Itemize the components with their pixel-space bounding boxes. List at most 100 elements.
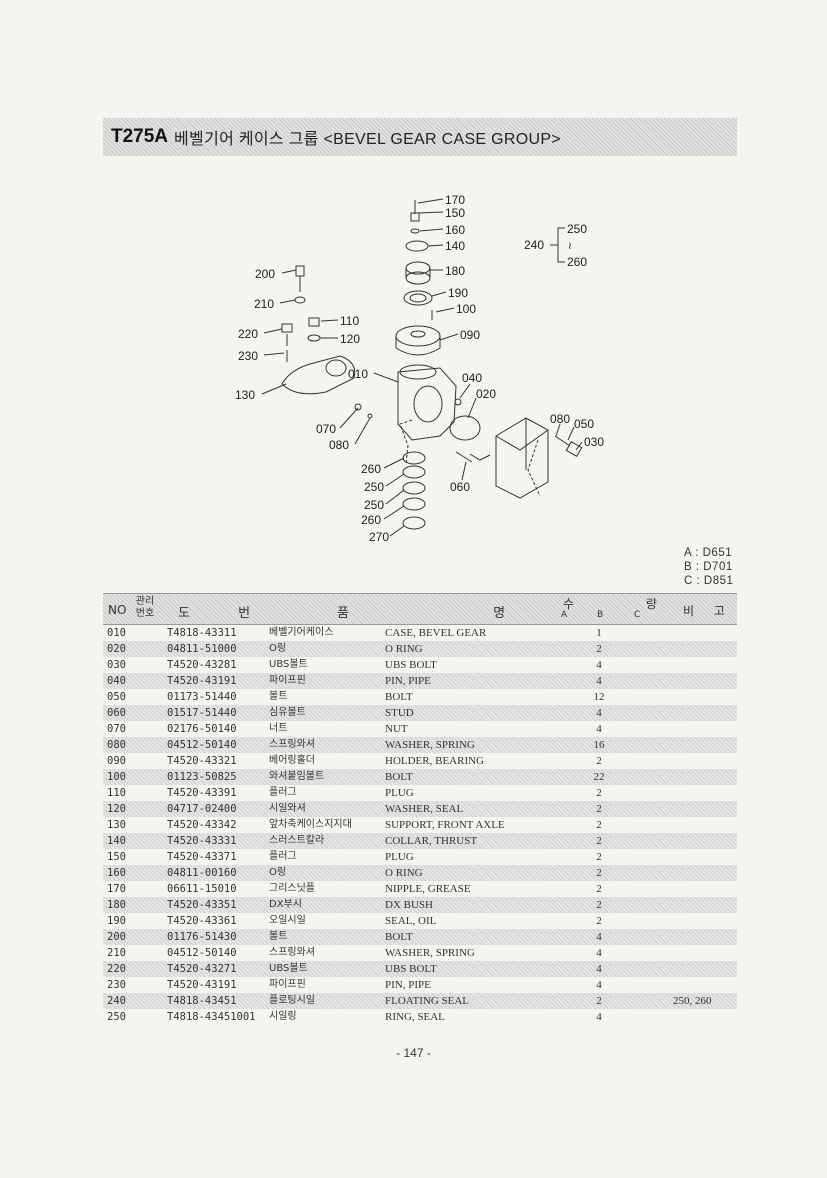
spring-washer-shape (367, 413, 373, 419)
bearing-holder-body-shape (395, 336, 441, 356)
drawing-no-cell: T4520-43331 (167, 835, 237, 847)
part-no-cell: 140 (107, 835, 126, 847)
side-cover-edge-shape (495, 418, 549, 470)
header-name: 품 명 (337, 606, 576, 621)
label-080-right: 080 (550, 412, 570, 426)
exploded-diagram: 170 150 160 140 180 190 100 090 200 210 … (235, 193, 604, 544)
quantity-b-cell: 4 (596, 675, 602, 687)
range-bracket (557, 227, 565, 263)
korean-name-cell: 시일와셔 (269, 803, 306, 814)
english-name-cell: STUD (385, 707, 414, 719)
pipe-pin-shape (454, 398, 462, 406)
oil-seal-shape (403, 290, 433, 306)
label-150: 150 (445, 206, 465, 220)
label-250-bottom: 250 (364, 498, 384, 512)
seal-ring-2 (402, 465, 426, 479)
parts-table-header: NO 관리 번호 도 번 품 명 수 량 A B C 비 고 (103, 593, 737, 625)
english-name-cell: WASHER, SPRING (385, 739, 475, 751)
label-020: 020 (476, 387, 496, 401)
leader-040 (459, 383, 471, 399)
part-no-cell: 020 (107, 643, 126, 655)
label-250-range: 250 (567, 222, 587, 236)
korean-name-cell: 플로팅시일 (269, 995, 315, 1006)
korean-name-cell: 스프링와셔 (269, 739, 315, 750)
part-no-cell: 010 (107, 627, 126, 639)
leader-270 (389, 525, 405, 537)
header-quantity: 수 량 (563, 597, 691, 611)
seal-ring-3 (402, 481, 426, 495)
english-name-cell: CASE, BEVEL GEAR (385, 627, 487, 639)
bevel-gear-case-shape (397, 367, 457, 441)
support-hub-shape (325, 359, 347, 377)
quantity-b-cell: 2 (596, 643, 602, 655)
ubs-bolt-shape (565, 440, 583, 458)
english-name-cell: DX BUSH (385, 899, 433, 911)
label-120: 120 (340, 332, 360, 346)
quantity-b-cell: 4 (596, 659, 602, 671)
korean-name-cell: 그리스닛플 (269, 883, 315, 894)
english-name-cell: NUT (385, 723, 408, 735)
nut-shape (354, 403, 362, 411)
drawing-no-cell: T4520-43191 (167, 979, 237, 991)
leader-140 (427, 244, 444, 247)
label-180: 180 (445, 264, 465, 278)
korean-name-cell: O링 (269, 643, 287, 654)
dx-bush-side-shape (405, 268, 431, 278)
range-mark: ≀ (568, 241, 572, 252)
plug-shape (410, 212, 420, 222)
thrust-collar-shape (405, 240, 429, 252)
bearing-holder-hole-shape (410, 330, 426, 338)
label-260-top: 260 (361, 462, 381, 476)
english-name-cell: BOLT (385, 931, 413, 943)
korean-name-cell: 베벨기어케이스 (269, 627, 334, 638)
korean-name-cell: 심유볼트 (269, 707, 306, 718)
label-260-range: 260 (567, 255, 587, 269)
header-qty-a: A (561, 610, 568, 620)
seal-washer-120-shape (307, 334, 321, 342)
leader-100 (435, 307, 455, 313)
english-name-cell: PLUG (385, 851, 414, 863)
drawing-no-cell: 04717-02400 (167, 803, 237, 815)
model-c: C : D851 (684, 575, 734, 587)
quantity-b-cell: 2 (596, 851, 602, 863)
korean-name-cell: 볼트 (269, 931, 288, 942)
quantity-b-cell: 1 (596, 627, 602, 639)
part-no-cell: 160 (107, 867, 126, 879)
korean-name-cell: 파이프핀 (269, 675, 306, 686)
dx-bush-bottom-shape (405, 271, 431, 285)
drawing-no-cell: T4520-43371 (167, 851, 237, 863)
drawing-no-cell: 01517-51440 (167, 707, 237, 719)
quantity-b-cell: 2 (596, 819, 602, 831)
quantity-b-cell: 2 (596, 899, 602, 911)
drawing-no-cell: T4520-43321 (167, 755, 237, 767)
leader-080-right (555, 423, 561, 437)
leader-110 (320, 319, 339, 322)
korean-name-cell: 베어링홀더 (269, 755, 315, 766)
header-no: NO (108, 603, 127, 617)
part-no-cell: 240 (107, 995, 126, 1007)
part-no-cell: 210 (107, 947, 126, 959)
drawing-no-cell: 01123-50825 (167, 771, 237, 783)
label-170: 170 (445, 193, 465, 207)
label-230: 230 (238, 349, 258, 363)
quantity-b-cell: 16 (593, 739, 605, 751)
quantity-b-cell: 2 (596, 995, 602, 1007)
leader-160 (419, 228, 444, 232)
part-no-cell: 110 (107, 787, 126, 799)
part-no-cell: 030 (107, 659, 126, 671)
header-qty-b: B (597, 610, 604, 620)
korean-name-cell: 스프링와셔 (269, 947, 315, 958)
group-code: T275A (111, 126, 169, 147)
label-080-left: 080 (329, 438, 349, 452)
korean-name-cell: 시일링 (269, 1011, 297, 1022)
